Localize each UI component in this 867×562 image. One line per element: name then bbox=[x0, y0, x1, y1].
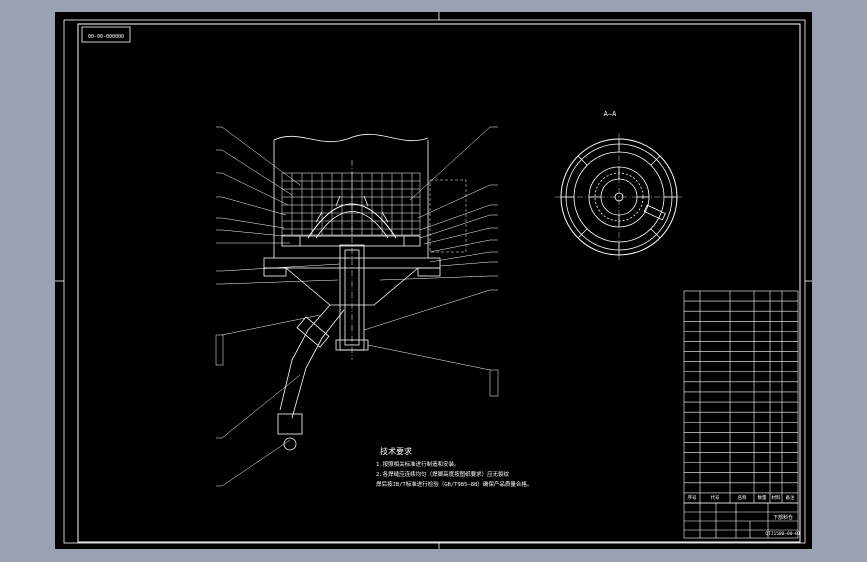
balloon-labels-right bbox=[489, 126, 499, 397]
leader-lines-left bbox=[221, 126, 341, 487]
title-block bbox=[683, 502, 799, 539]
leader-lines-right bbox=[363, 126, 491, 371]
brick-lining bbox=[281, 172, 421, 236]
section-a-a-view bbox=[555, 133, 683, 261]
tech-req-line-2: 2.各焊缝应连续均匀（焊脚高度按图纸要求）应无裂纹 bbox=[376, 470, 510, 478]
sheet-background bbox=[55, 12, 812, 549]
bom-header-remark: 备注 bbox=[786, 494, 795, 501]
inner-frame bbox=[77, 23, 801, 543]
centering-marks bbox=[55, 12, 812, 549]
bom-header-index: 序号 bbox=[688, 494, 697, 501]
drawing-code-stamp: 00-00-000000 bbox=[81, 26, 131, 43]
drawing-number: QTJ1500—00—01 bbox=[765, 531, 801, 537]
tech-req-title: 技术要求 bbox=[380, 446, 412, 456]
technical-requirements: 技术要求 1.按照相关标准进行制造和安装。 2.各焊缝应连续均匀（焊脚高度按图纸… bbox=[376, 446, 532, 488]
bom-header-name: 名称 bbox=[738, 494, 747, 501]
outer-frame bbox=[63, 19, 806, 544]
drawing-code-text: 00-00-000000 bbox=[88, 34, 124, 40]
bom-header-material: 材料 bbox=[772, 494, 781, 501]
tech-req-line-3: 焊后按JB/T标准进行检验（GB/T985—88）确保产品质量合格。 bbox=[376, 480, 532, 488]
bom-header-code: 代号 bbox=[711, 494, 720, 501]
balloon-labels-left bbox=[215, 126, 224, 487]
parts-list-header: 序号 代号 名称 数量 材料 备注 bbox=[688, 494, 795, 501]
product-name: 下部料仓 bbox=[773, 514, 793, 521]
tech-req-line-1: 1.按照相关标准进行制造和安装。 bbox=[376, 460, 460, 468]
main-elevation-view bbox=[263, 133, 467, 451]
section-label: A—A bbox=[604, 110, 617, 118]
bom-header-qty: 数量 bbox=[758, 494, 767, 501]
